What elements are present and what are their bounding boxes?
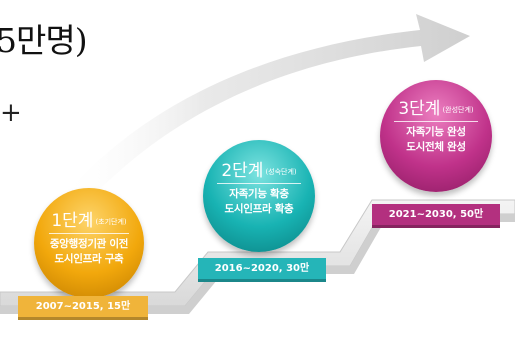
stage-3-line-2: 도시전체 완성 — [406, 141, 466, 153]
stage-1-sphere: 1단계(초기단계) 중앙행정기관 이전 도시인프라 구축 — [34, 188, 144, 298]
stage-1-label: 1단계 — [51, 211, 94, 231]
stage-3-label: 3단계 — [398, 99, 441, 119]
text-fragment: + — [0, 98, 22, 128]
stage-2-line-2: 도시인프라 확충 — [224, 203, 294, 215]
stage-1-heading: 1단계(초기단계) — [51, 206, 126, 231]
stage-2-sphere: 2단계(성숙단계) 자족기능 확충 도시인프라 확충 — [203, 140, 315, 252]
stage-1-line-1: 중앙행정기관 이전 — [49, 238, 129, 250]
stage-3-divider — [394, 121, 478, 122]
stage-2-heading: 2단계(성숙단계) — [221, 156, 296, 181]
stage-3-line-1: 자족기능 완성 — [406, 126, 466, 138]
title-fragment: 5만명) — [0, 21, 88, 60]
stage-3-heading: 3단계(완성단계) — [398, 94, 473, 119]
stage-3-sublabel: (완성단계) — [442, 105, 474, 114]
stage-3-period-badge: 2021~2030, 50만 — [372, 204, 500, 228]
stage-2-period-badge: 2016~2020, 30만 — [198, 258, 326, 282]
stage-3-sphere: 3단계(완성단계) 자족기능 완성 도시전체 완성 — [380, 80, 492, 192]
stage-1-line-2: 도시인프라 구축 — [54, 253, 124, 265]
stage-1-period-badge: 2007~2015, 15만 — [18, 296, 148, 320]
stage-2-sublabel: (성숙단계) — [265, 167, 297, 176]
growth-arrow — [60, 14, 470, 210]
stage-1-sublabel: (초기단계) — [95, 217, 127, 226]
stage-2-label: 2단계 — [221, 161, 264, 181]
stage-2-line-1: 자족기능 확충 — [229, 188, 289, 200]
stage-1-divider — [49, 233, 129, 234]
stage-2-divider — [217, 183, 301, 184]
